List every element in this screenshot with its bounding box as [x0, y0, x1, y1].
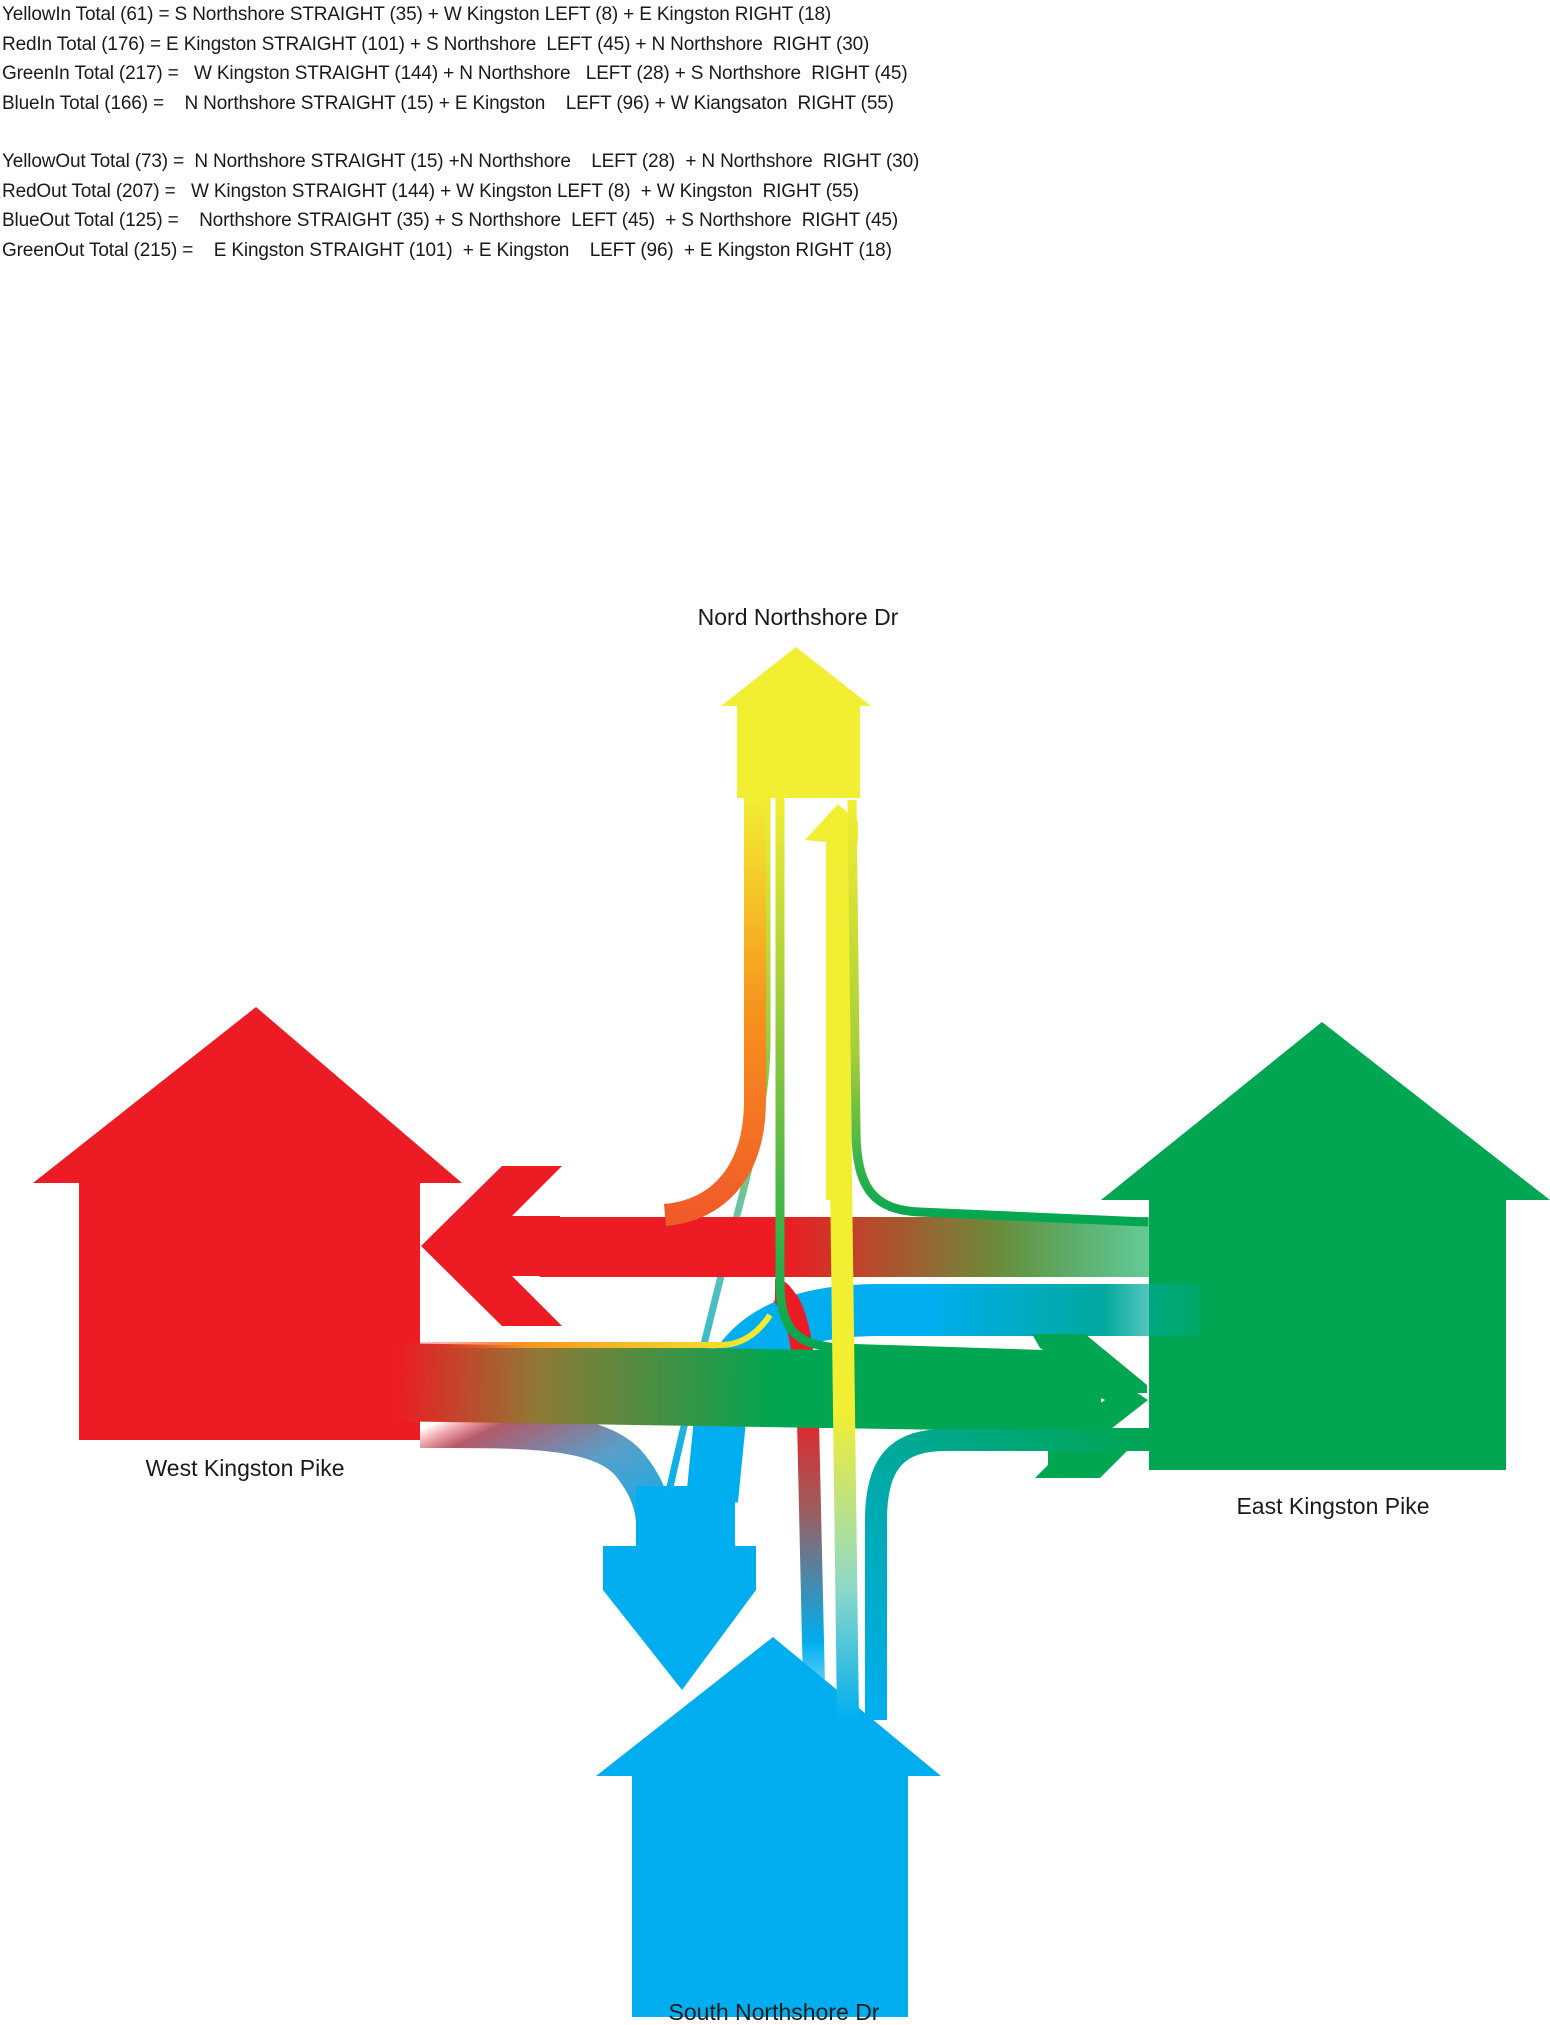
- inflow-formulas: YellowIn Total (61) = S Northshore STRAI…: [2, 0, 1102, 118]
- west-arrowhead: [421, 1166, 562, 1326]
- red-out-formula: RedOut Total (207) = W Kingston STRAIGHT…: [2, 180, 859, 202]
- east-label: East Kingston Pike: [1236, 1493, 1429, 1519]
- blue-out-formula: BlueOut Total (125) = Northshore STRAIGH…: [2, 210, 899, 231]
- green-in-formula: GreenIn Total (217) = W Kingston STRAIGH…: [2, 63, 908, 84]
- west-label: West Kingston Pike: [145, 1455, 344, 1481]
- south-label: South Northshore Dr: [669, 1999, 880, 2025]
- blue-in-formula: BlueIn Total (166) = N Northshore STRAIG…: [2, 92, 894, 114]
- yellow-out-formula: YellowOut Total (73) = N Northshore STRA…: [2, 151, 920, 172]
- west-to-east-flow: [380, 1343, 1102, 1433]
- south-house: [596, 1637, 941, 2017]
- south-to-east-flow: [865, 1429, 1150, 1720]
- green-out-formula: GreenOut Total (215) = E Kingston STRAIG…: [2, 239, 892, 261]
- east-house: [1101, 1022, 1550, 1470]
- west-house: [33, 1007, 462, 1440]
- south-arrowhead: [603, 1486, 756, 1690]
- west-to-north-flow: [420, 1313, 773, 1348]
- north-label: Nord Northshore Dr: [698, 604, 899, 630]
- east-to-north-flow: [847, 799, 1149, 1227]
- formula-text-block: YellowIn Total (61) = S Northshore STRAI…: [2, 0, 1102, 265]
- north-house: [721, 647, 871, 798]
- red-in-formula: RedIn Total (176) = E Kingston STRAIGHT …: [2, 33, 870, 55]
- yellow-in-formula: YellowIn Total (61) = S Northshore STRAI…: [2, 4, 832, 25]
- north-to-west-flow: [663, 798, 766, 1226]
- west-to-south-flow: [419, 1411, 673, 1541]
- south-to-north-flow: [827, 839, 859, 1721]
- outflow-formulas: YellowOut Total (73) = N Northshore STRA…: [2, 147, 1102, 265]
